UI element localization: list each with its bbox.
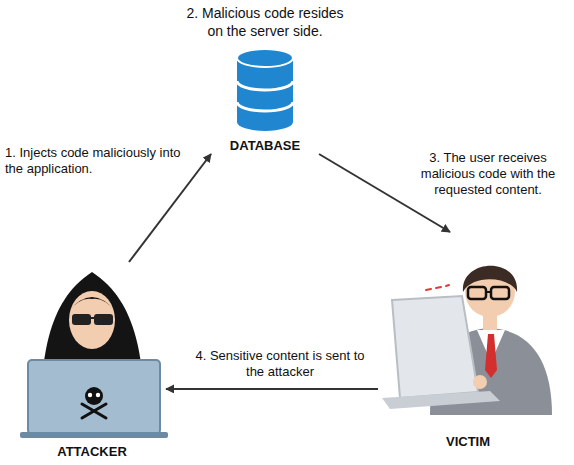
flow-arrow <box>166 388 378 390</box>
figure-node: 2. Malicious code resides on the server … <box>175 4 355 154</box>
figure-node: VICTIM <box>378 232 558 450</box>
node-label: DATABASE <box>230 138 300 154</box>
database-icon <box>237 49 293 131</box>
flow-arrow <box>129 154 211 262</box>
step-annotation: 1. Injects code maliciously into the app… <box>5 145 185 177</box>
node-heading: 2. Malicious code resides on the server … <box>179 4 351 40</box>
step-annotation: 3. The user receives malicious code with… <box>408 150 568 198</box>
flow-arrow <box>319 154 450 232</box>
attacker-figure <box>20 272 168 438</box>
step-annotation: 4. Sensitive content is sent to the atta… <box>190 348 370 380</box>
node-label: VICTIM <box>446 434 490 450</box>
node-label: ATTACKER <box>57 444 127 460</box>
figure-node: ATTACKER <box>18 262 166 460</box>
victim-figure <box>382 266 552 415</box>
